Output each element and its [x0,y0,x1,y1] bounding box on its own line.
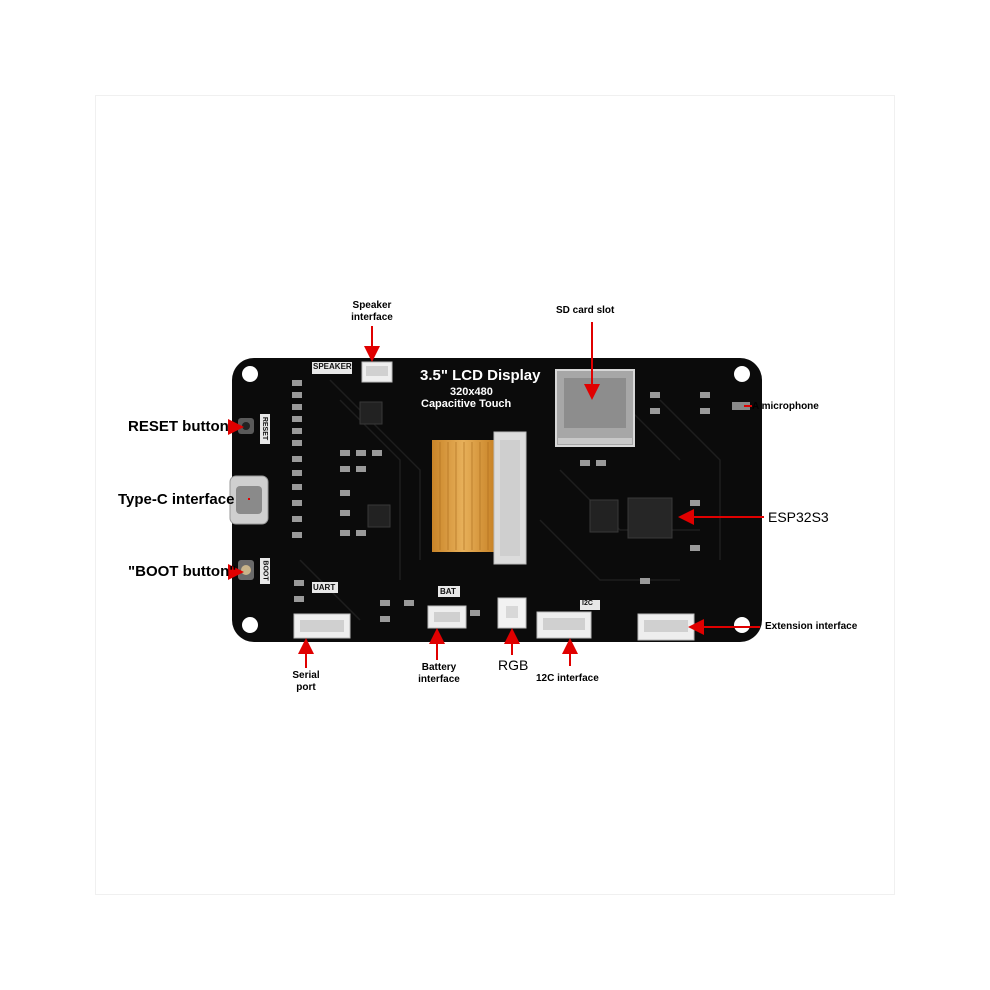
label-battery-line1: Battery [421,662,457,673]
callout-arrows [228,322,764,668]
label-i2c-interface: 12C interface [536,673,599,684]
psram-chip [589,499,619,533]
label-speaker-line2: interface [351,311,393,323]
label-extension-interface: Extension interface [765,621,858,632]
silk-reset: RESET [261,416,269,441]
small-ic-left [367,504,391,528]
label-speaker-line1: Speaker [352,300,392,311]
silk-bat: BAT [440,587,456,596]
label-esp32s3: ESP32S3 [768,509,829,525]
reset-button-cap [242,422,250,430]
label-boot-button: "BOOT button" [128,563,237,580]
label-speaker-interface: Speaker interface [344,300,400,323]
silk-i2c: I2C [582,600,593,607]
boot-button-cap [241,565,251,575]
label-microphone: A microphone [752,401,819,412]
label-typec-interface: Type-C interface [118,491,235,508]
label-battery-interface: Battery interface [411,662,467,685]
display-title: 3.5" LCD Display [420,367,541,384]
silk-boxes [260,362,600,610]
fpc-connector [432,431,527,565]
extension-connector [637,613,695,641]
uart-connector [293,613,351,639]
small-ic-top [359,401,383,425]
speaker-connector [361,361,393,383]
silk-speaker: SPEAKER [313,362,352,371]
microphone-part [732,402,750,410]
label-reset-button: RESET button [128,418,229,435]
mounting-holes [242,366,750,633]
i2c-connector [536,611,592,639]
silk-boot: BOOT [261,560,269,581]
label-sd-card-slot: SD card slot [556,305,615,316]
display-touch: Capacitive Touch [421,398,512,410]
label-serial-line1: Serial [292,670,320,681]
silk-uart: UART [313,583,336,592]
battery-connector [427,605,467,629]
label-serial-port: Serial port [286,670,326,693]
display-resolution: 320x480 [450,386,493,398]
esp32s3-chip [627,497,673,539]
passive-components [292,380,710,622]
label-rgb: RGB [498,657,529,673]
sd-card-slot [555,369,635,447]
label-serial-line2: port [296,681,316,693]
label-battery-line2: interface [418,673,460,685]
